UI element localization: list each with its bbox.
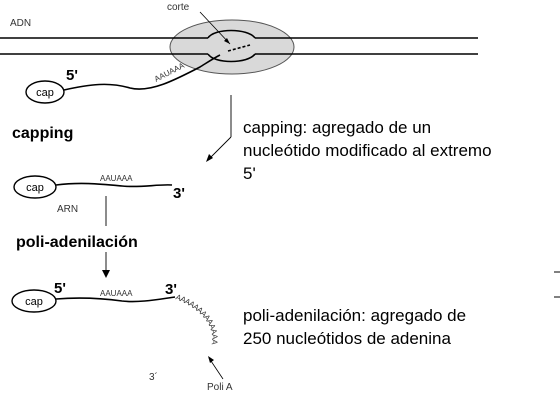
three-prime-3: 3': [165, 281, 177, 298]
signal-2: AAUAAA: [100, 174, 133, 183]
cap-2: [13, 175, 57, 199]
capping-note-line-3: 5': [243, 164, 256, 183]
rna-strand-2: [55, 182, 173, 188]
rna-label: ARN: [57, 204, 78, 215]
poly-a-tail: AAAAAAAAAAAAA: [174, 292, 219, 345]
five-prime-1: 5': [66, 67, 78, 84]
poly-a-arrowhead: [208, 356, 214, 363]
capping-arrowhead: [206, 154, 213, 162]
poly-a-tail-text: AAAAAAAAAAAAA: [174, 292, 220, 345]
cut-label: corte: [167, 2, 190, 13]
polyadenylation-note-line-1: poli-adenilación: agregado de: [243, 306, 466, 325]
dna-label: ADN: [10, 18, 31, 29]
signal-3: AAUAAA: [100, 289, 133, 298]
three-prime-2: 3': [173, 185, 185, 202]
cut-arrow: [199, 11, 231, 45]
cut-arrowhead: [224, 38, 230, 44]
polyadenylation-note-line-2: 250 nucleótidos de adenina: [243, 329, 451, 348]
three-prime-tail: 3´: [149, 371, 158, 383]
capping-note-line-1: capping: agregado de un: [243, 118, 431, 137]
cap-3: [11, 289, 57, 313]
cap-1-label: cap: [36, 87, 54, 99]
polymerase-blob: [169, 19, 295, 75]
cap-3-label: cap: [25, 296, 43, 308]
five-prime-3: 5': [54, 280, 66, 297]
polyadenylation-step-label: poli-adenilación: [16, 234, 138, 251]
rna-strand-3: [55, 296, 176, 303]
dna-double-strand: [0, 29, 478, 63]
cap-1: [25, 80, 65, 104]
poly-a-label: Poli A: [207, 382, 233, 393]
rna-strand-1: [63, 54, 221, 91]
cut-mark: [227, 44, 251, 52]
capping-step-label: capping: [12, 125, 73, 142]
polyadenylation-arrowhead: [102, 270, 110, 278]
capping-arrow-diagonal: [207, 136, 232, 161]
cap-2-label: cap: [26, 182, 44, 194]
signal-1: AAUAAA: [153, 61, 187, 84]
capping-note-line-2: nucleótido modificado al extremo: [243, 141, 492, 160]
